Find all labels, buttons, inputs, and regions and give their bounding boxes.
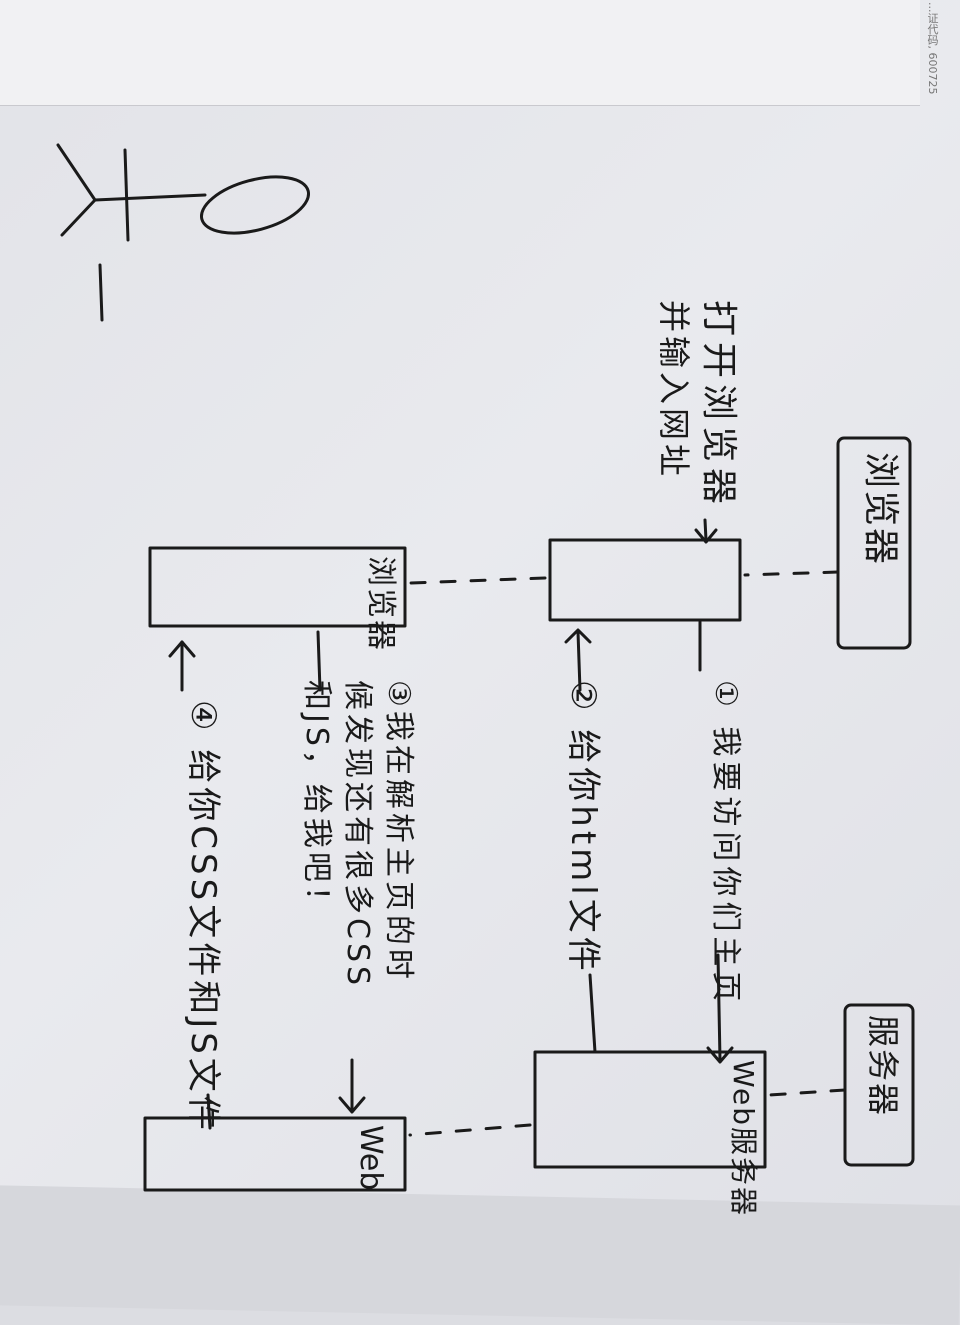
browser-box-2 bbox=[148, 546, 407, 628]
actor-head bbox=[199, 175, 311, 235]
message-1-text: ① 我要访问你们主页 bbox=[708, 680, 743, 1007]
browser-lifeline-mid bbox=[408, 576, 547, 585]
sequence-diagram bbox=[56, 143, 915, 1192]
message-3-text-line-3: 和JS，给我吧！ bbox=[299, 680, 334, 920]
actor-lifeline bbox=[98, 263, 104, 322]
arrow-message-1 bbox=[698, 620, 734, 1064]
server-participant-label: 服务器 bbox=[864, 1015, 902, 1118]
browser-activation-box bbox=[548, 538, 742, 622]
browser-lifeline-top bbox=[743, 570, 840, 577]
server-label-box bbox=[843, 1003, 915, 1167]
actor-arms bbox=[123, 148, 130, 242]
paper-background bbox=[0, 0, 960, 1280]
actor-label-line-1: 打开浏览器 bbox=[698, 300, 739, 511]
web-box-2 bbox=[143, 1116, 407, 1192]
dashed-lifelines bbox=[408, 570, 847, 1137]
server-lifeline-top bbox=[768, 1088, 847, 1097]
actor-label-line-2: 并输入网址 bbox=[655, 300, 693, 481]
arrow-message-4 bbox=[168, 640, 212, 1130]
web-server-activation-box bbox=[533, 1050, 767, 1169]
browser-label-box bbox=[836, 436, 912, 650]
browser-box-label: 浏览器 bbox=[363, 556, 398, 652]
message-2-text: ② 给你html文件 bbox=[563, 680, 603, 975]
actor-leg-1 bbox=[56, 143, 97, 202]
browser-participant-label: 浏览器 bbox=[860, 452, 901, 567]
underlying-page-edge bbox=[0, 0, 920, 106]
web-box-label: Web bbox=[353, 1125, 388, 1191]
actor-leg-2 bbox=[60, 198, 97, 237]
message-3-text-line-1: ③我在解析主页的时 bbox=[381, 680, 416, 983]
actor-body bbox=[93, 193, 207, 202]
arrow-message-2 bbox=[564, 628, 597, 1054]
corner-printed-text: ...证代码, 600725 bbox=[926, 2, 939, 95]
message-3-text-line-2: 候发现还有很多CSS bbox=[340, 680, 375, 990]
message-4-text: ④ 给你CSS文件和JS文件 bbox=[183, 700, 223, 1134]
arrow-open-browser bbox=[694, 518, 718, 544]
arrow-message-3 bbox=[316, 630, 366, 1114]
stick-figure-actor bbox=[56, 143, 311, 322]
server-lifeline-mid bbox=[408, 1123, 532, 1137]
web-server-box-label: Web服务器 bbox=[727, 1060, 760, 1218]
